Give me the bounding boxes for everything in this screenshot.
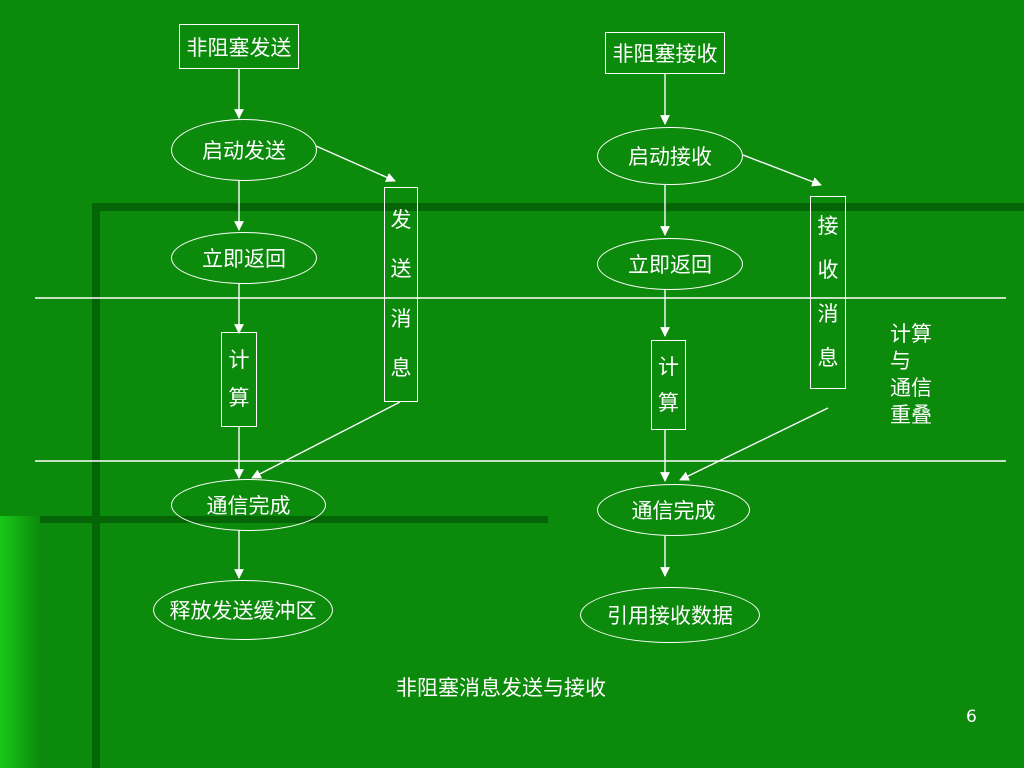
recv-complete-label: 通信完成 xyxy=(631,499,716,523)
recv-compute-box: 计 算 xyxy=(651,340,686,430)
send-complete-node: 通信完成 xyxy=(171,479,326,531)
send-message-char: 消 xyxy=(390,306,412,331)
send-final-node: 释放发送缓冲区 xyxy=(153,580,333,640)
send-start-label: 启动发送 xyxy=(202,139,286,163)
recv-title-label: 非阻塞接收 xyxy=(612,42,718,66)
send-compute-char: 算 xyxy=(228,386,250,411)
recv-compute-char: 计 xyxy=(658,354,679,379)
send-message-box: 发 送 消 息 xyxy=(384,187,418,402)
recv-complete-node: 通信完成 xyxy=(597,484,750,536)
slide-caption: 非阻塞消息发送与接收 xyxy=(396,676,606,700)
recv-start-node: 启动接收 xyxy=(597,127,743,185)
recv-final-label: 引用接收数据 xyxy=(607,604,733,628)
send-message-char: 送 xyxy=(390,257,412,282)
page-number: 6 xyxy=(966,707,977,727)
overlap-note-line: 重叠 xyxy=(890,403,932,427)
overlap-note: 计算 与 通信 重叠 xyxy=(890,321,932,429)
recv-compute-char: 算 xyxy=(658,390,679,415)
recv-start-label: 启动接收 xyxy=(628,145,712,169)
recv-title-box: 非阻塞接收 xyxy=(605,32,725,74)
send-message-char: 息 xyxy=(390,355,412,380)
overlap-note-line: 通信 xyxy=(890,376,932,400)
send-compute-char: 计 xyxy=(228,347,250,372)
recv-return-node: 立即返回 xyxy=(597,238,743,290)
recv-message-char: 息 xyxy=(817,345,839,370)
recv-message-char: 消 xyxy=(817,301,839,326)
recv-message-char: 收 xyxy=(817,258,839,283)
send-final-label: 释放发送缓冲区 xyxy=(169,599,317,623)
recv-return-label: 立即返回 xyxy=(628,253,712,277)
recv-message-char: 接 xyxy=(817,214,839,239)
recv-message-box: 接 收 消 息 xyxy=(810,196,846,389)
recv-final-node: 引用接收数据 xyxy=(580,587,760,643)
send-message-char: 发 xyxy=(390,208,412,233)
send-title-box: 非阻塞发送 xyxy=(179,24,299,69)
send-compute-box: 计 算 xyxy=(221,332,257,427)
send-title-label: 非阻塞发送 xyxy=(186,35,292,60)
send-start-node: 启动发送 xyxy=(171,119,317,181)
overlap-note-line: 与 xyxy=(890,349,911,373)
send-return-label: 立即返回 xyxy=(202,247,286,271)
send-return-node: 立即返回 xyxy=(171,232,317,284)
send-complete-label: 通信完成 xyxy=(206,494,291,518)
overlap-note-line: 计算 xyxy=(890,322,932,346)
